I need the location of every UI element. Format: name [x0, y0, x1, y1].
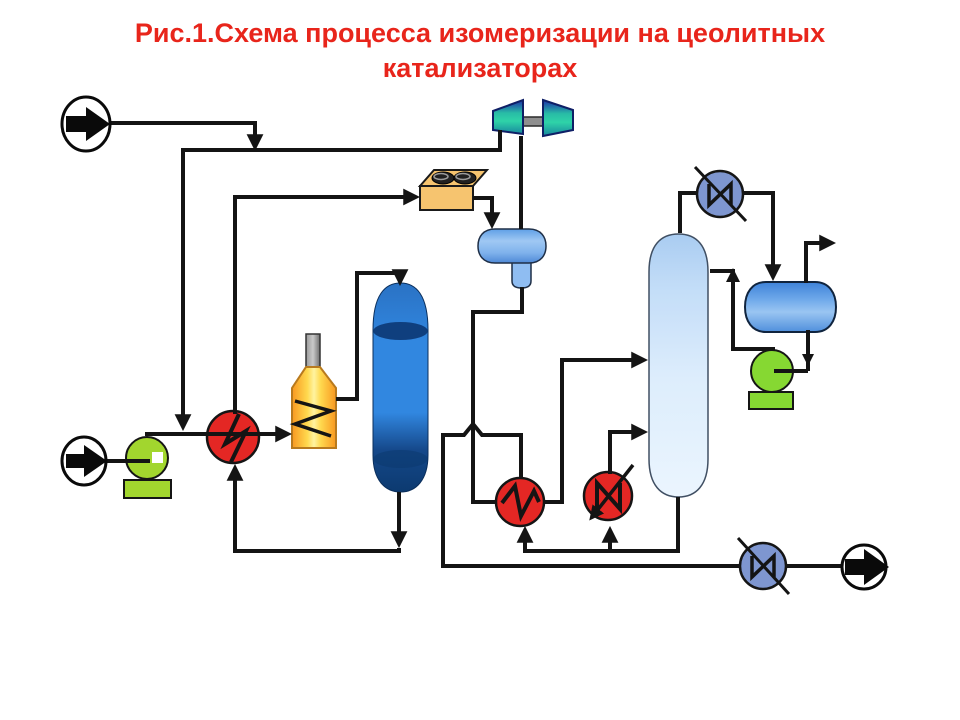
reactor: [372, 282, 429, 493]
stabilizer-column: [648, 233, 709, 498]
pump-body: [125, 436, 169, 480]
figure-caption-line2: катализаторах: [382, 53, 578, 84]
furnace: [289, 333, 337, 449]
reflux-line: [710, 269, 775, 351]
outlet-arrow-icon: [845, 549, 889, 585]
air-cooler: [417, 169, 490, 211]
reboiler-utility-arrow: [589, 463, 635, 521]
compressor-shaft: [520, 116, 546, 127]
symbol-overlays: [152, 268, 814, 522]
inlet-arrow-icon: [66, 445, 107, 477]
reactor-head-band: [373, 322, 428, 340]
product-outlet-arrow: [840, 543, 889, 591]
inlet-arrow-icon: [66, 107, 110, 141]
drum-shell: [743, 281, 838, 333]
pump-base: [748, 391, 794, 410]
exchanger-zigzag-icon: [220, 413, 251, 463]
separator-liquid-line: [471, 287, 524, 504]
fan-highlight: [433, 172, 449, 181]
separator-shell: [477, 228, 547, 264]
drum-down-arrowhead: [802, 354, 814, 366]
reactor-effluent-line: [226, 463, 401, 553]
exchanger-zigzag-icon: [500, 481, 541, 522]
product-cooler: [736, 536, 791, 596]
pump-base: [123, 479, 172, 499]
fresh-hydrogen-line: [110, 121, 264, 152]
reactor-bottom-band: [373, 450, 428, 468]
feed-inlet-arrow: [60, 435, 108, 487]
bottoms-product-line: [441, 420, 845, 568]
furnace-coil-icon: [289, 399, 337, 438]
separator-boot: [511, 259, 532, 289]
furnace-stack: [305, 333, 321, 371]
figure-caption: Рис.1.Схема процесса изомеризации на цео…: [0, 16, 960, 86]
recycle-gas-line: [174, 130, 502, 432]
hydrogen-inlet-arrow: [60, 95, 112, 153]
flow-lines: [106, 121, 845, 568]
figure-caption-line1: Рис.1.Схема процесса изомеризации на цео…: [134, 18, 826, 48]
fan-icon: [453, 171, 477, 185]
reflux-pump: [748, 349, 794, 410]
aircooler-to-separator-line: [473, 196, 501, 230]
feed-pump: [123, 436, 172, 499]
compressor-right-stage: [542, 98, 574, 138]
column-shell: [648, 233, 709, 498]
exchanger-to-column-feed-line: [543, 351, 649, 504]
cooler-diagonal: [693, 165, 748, 223]
reflux-up-arrowhead: [726, 268, 740, 282]
reboiler-return-line: [608, 423, 649, 474]
compressor-left-stage: [492, 98, 524, 136]
cooler-diagonal: [736, 536, 791, 596]
separator: [477, 228, 547, 289]
column-bottoms-line: [516, 497, 680, 553]
air-cooler-box: [419, 185, 474, 211]
recycle-compressor: [492, 98, 574, 138]
effluent-to-aircooler-line: [233, 188, 421, 414]
overhead-condenser: [693, 165, 748, 223]
furnace-to-reactor-line: [336, 269, 409, 401]
fan-highlight: [455, 172, 471, 181]
offgas-line: [804, 234, 837, 283]
pump-notch: [152, 452, 163, 463]
reflux-drum: [743, 281, 838, 333]
